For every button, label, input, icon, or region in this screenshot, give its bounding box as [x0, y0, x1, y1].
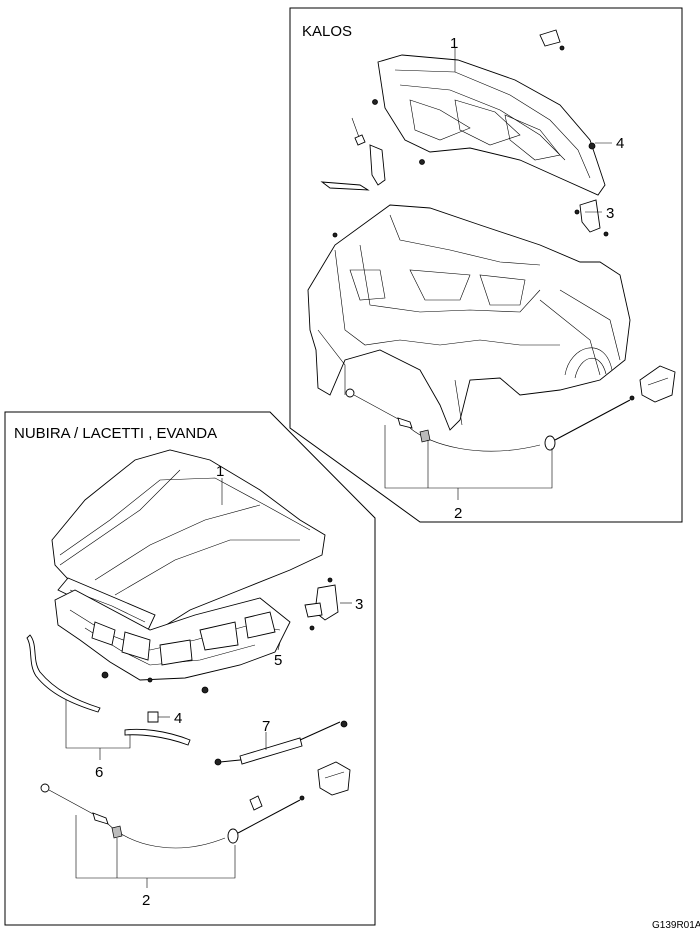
- nubira-hood-inner-panel: [54, 589, 291, 694]
- kalos-callout-2: 2: [454, 505, 462, 522]
- nubira-callout-5: 5: [274, 652, 282, 669]
- nubira-callout-2: 2: [142, 892, 150, 909]
- kalos-bumper-stop: [588, 142, 596, 150]
- nubira-callout-6: 6: [95, 764, 103, 781]
- kalos-panel: KALOS: [289, 7, 683, 523]
- nubira-weatherstrip: [26, 634, 191, 746]
- kalos-release-cable: [345, 388, 635, 452]
- kalos-callout-3: 3: [606, 205, 614, 222]
- nubira-hood-latch: [317, 761, 351, 796]
- nubira-gas-strut: [214, 720, 348, 766]
- figure-code: G139R01A: [652, 920, 700, 931]
- nubira-callout-leaders: [65, 478, 352, 888]
- nubira-hood: [51, 449, 326, 633]
- kalos-body-structure: [307, 204, 631, 431]
- kalos-strut-top: [539, 29, 565, 51]
- nubira-panel-title: NUBIRA / LACETTI , EVANDA: [14, 425, 217, 442]
- kalos-hood: [372, 54, 606, 196]
- nubira-panel: NUBIRA / LACETTI , EVANDA: [4, 411, 376, 926]
- kalos-hood-latch: [639, 365, 676, 403]
- nubira-bumper-stop: [147, 711, 159, 723]
- kalos-hood-hinge-left: [320, 117, 386, 191]
- kalos-hinge: [574, 199, 609, 237]
- kalos-callout-leaders: [384, 48, 612, 500]
- kalos-callout-4: 4: [616, 135, 624, 152]
- nubira-callout-4: 4: [174, 710, 182, 727]
- nubira-hinge: [304, 577, 339, 631]
- nubira-callout-7: 7: [262, 718, 270, 735]
- nubira-callout-3: 3: [355, 596, 363, 613]
- nubira-callout-1: 1: [216, 463, 224, 480]
- nubira-release-cable: [40, 783, 305, 849]
- kalos-panel-title: KALOS: [302, 23, 352, 40]
- kalos-callout-1: 1: [450, 35, 458, 52]
